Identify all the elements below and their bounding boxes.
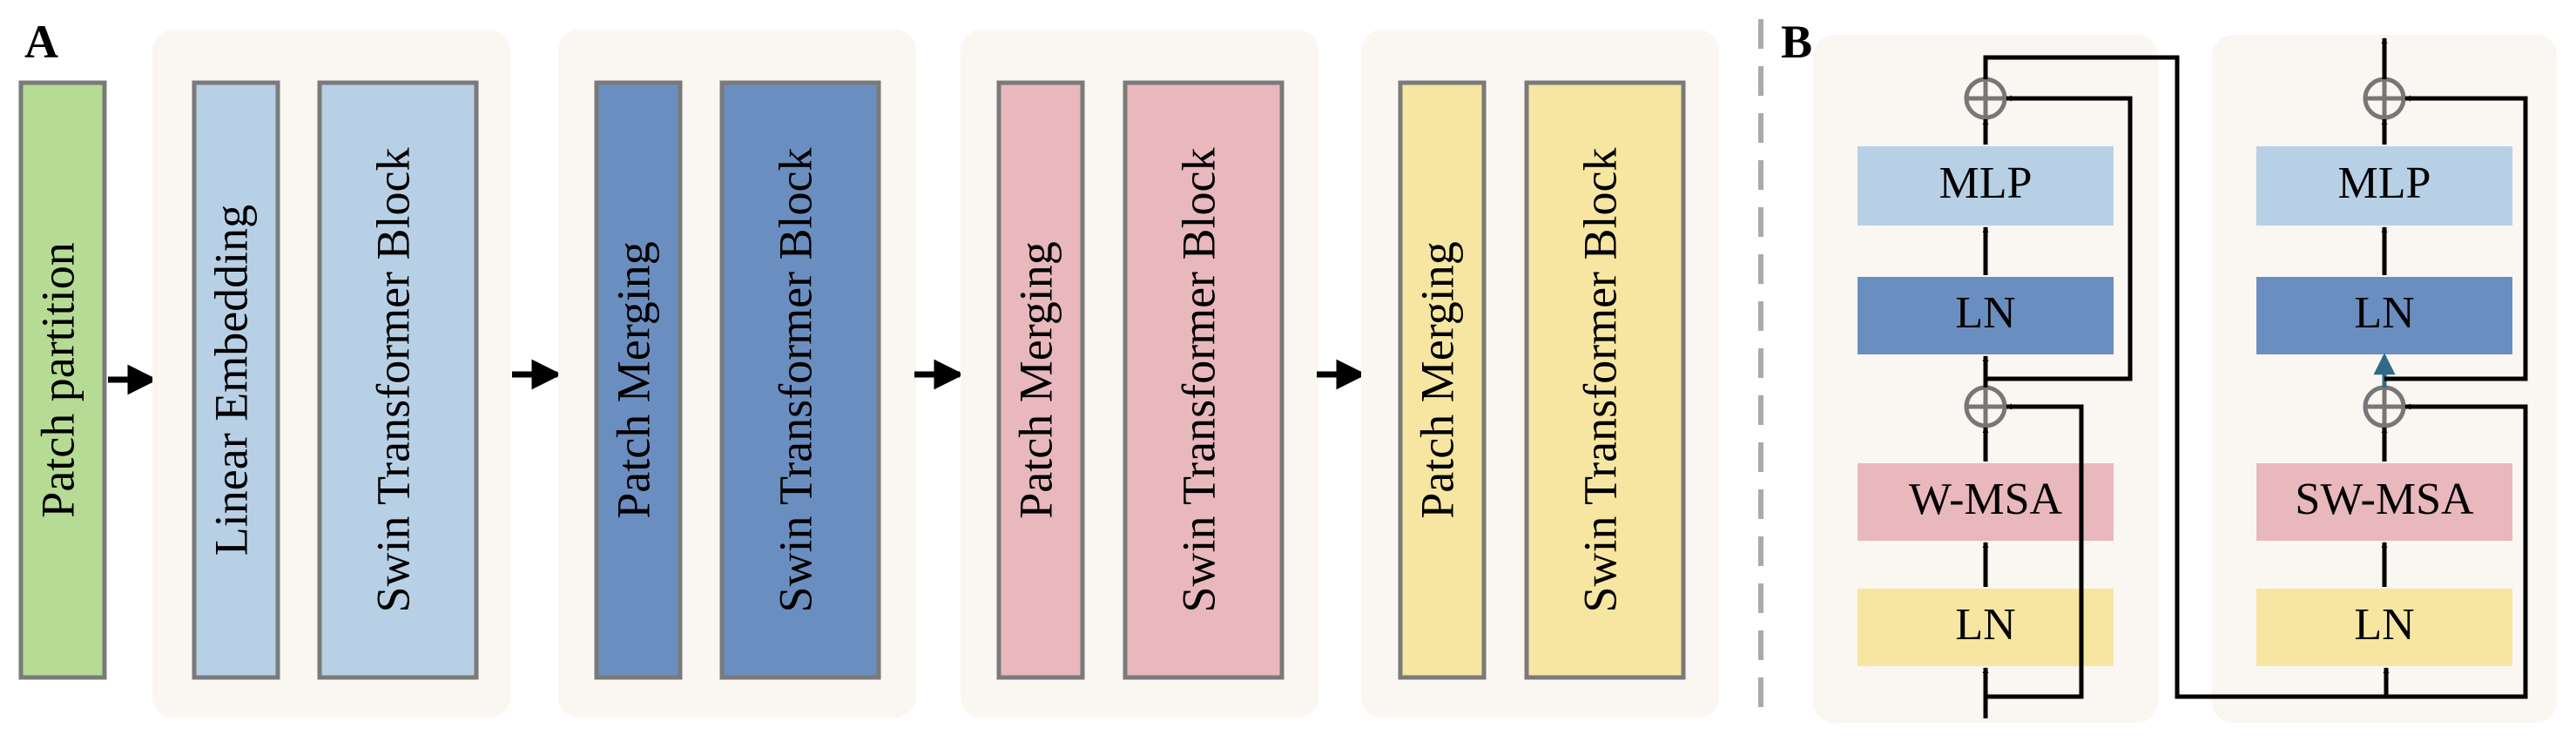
- block1-ln-top-box: [1858, 277, 2114, 354]
- patch-partition-label: Patch partition: [31, 242, 84, 517]
- block2-ln-bottom-box: [2256, 589, 2512, 666]
- stage4-patch-merging-box: [1398, 80, 1487, 680]
- block2-ln-top-box: [2256, 277, 2512, 354]
- block1-mlp-label: MLP: [1939, 158, 2033, 208]
- block2-residual-top: [2384, 95, 2528, 381]
- patch-partition-box: [18, 80, 107, 680]
- block1-add-bottom-icon: [1964, 385, 2007, 428]
- block1-mlp-box: [1858, 146, 2114, 226]
- block2-add-top-icon: [2363, 77, 2406, 120]
- stage1-linear-embedding-label: Linear Embedding: [205, 205, 257, 556]
- block1-to-block2-connector: [1983, 55, 2390, 699]
- stage3-patch-merging-box: [996, 80, 1085, 680]
- panel-a-label: A: [24, 16, 58, 68]
- block2-mlp-label: MLP: [2338, 158, 2431, 208]
- stage2-patch-merging-label: Patch Merging: [607, 241, 659, 518]
- block1-ln-bottom-box: [1858, 589, 2114, 666]
- block2-swmsa-box: [2256, 463, 2512, 541]
- block1-residual-bottom: [1986, 403, 2084, 699]
- panel-b-label: B: [1781, 16, 1812, 68]
- block2-ln-bottom-label: LN: [2354, 600, 2414, 650]
- stage1-linear-embedding-box: [192, 80, 280, 680]
- block2-add-bottom-icon: [2363, 385, 2406, 428]
- stage2-patch-merging-box: [594, 80, 683, 680]
- block1-ln-bottom-label: LN: [1955, 600, 2015, 650]
- block1-wmsa-label: W-MSA: [1909, 475, 2063, 524]
- stage1-swin-block-label: Swin Transformer Block: [367, 147, 419, 612]
- stage2-swin-block-label: Swin Transformer Block: [769, 147, 821, 612]
- block2-swmsa-label: SW-MSA: [2295, 475, 2474, 524]
- block1-residual-top: [1986, 95, 2133, 381]
- stage4-swin-block-label: Swin Transformer Block: [1574, 147, 1626, 612]
- stage1-swin-block-box: [317, 80, 479, 680]
- stage4-swin-block-box: [1524, 80, 1686, 680]
- block2-mlp-box: [2256, 146, 2512, 226]
- stage3-patch-merging-label: Patch Merging: [1009, 241, 1062, 518]
- stage4-patch-merging-label: Patch Merging: [1411, 241, 1463, 518]
- block1-wmsa-box: [1858, 463, 2114, 541]
- block1-add-top-icon: [1964, 77, 2007, 120]
- block2-residual-bottom: [2386, 403, 2528, 699]
- block2-ln-top-label: LN: [2354, 288, 2414, 338]
- stage3-swin-block-label: Swin Transformer Block: [1172, 147, 1224, 612]
- block1-ln-top-label: LN: [1955, 288, 2015, 338]
- stage2-swin-block-box: [719, 80, 881, 680]
- stage3-swin-block-box: [1123, 80, 1285, 680]
